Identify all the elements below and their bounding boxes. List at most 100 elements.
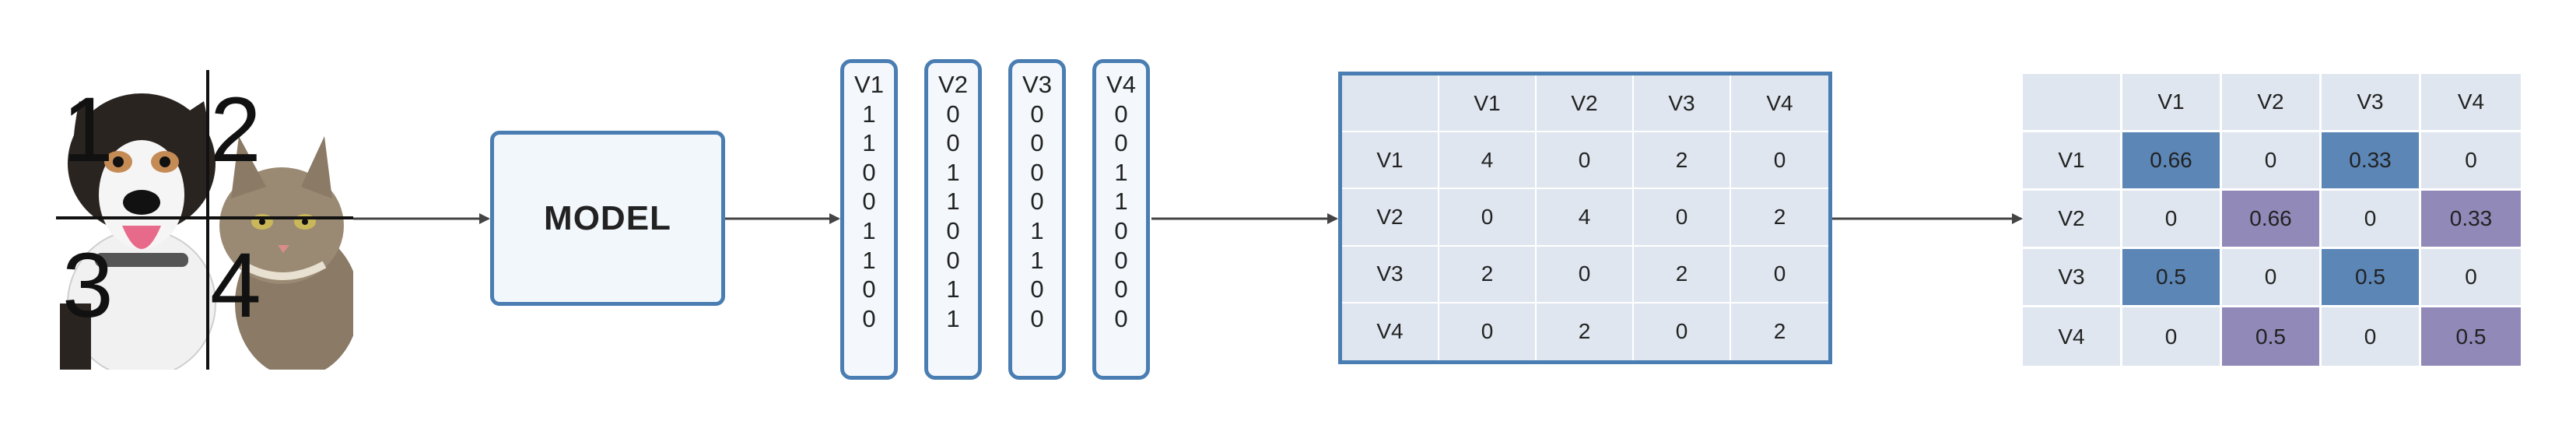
vector-value: 1 — [1114, 188, 1128, 216]
matrix-cell: 0 — [1439, 303, 1537, 360]
model-box: MODEL — [490, 131, 725, 306]
matrix-cell: 4 — [1537, 189, 1634, 247]
matrix-column-header: V1 — [1439, 75, 1537, 133]
vector-value: 0 — [1114, 246, 1128, 274]
vector-header: V4 — [1106, 71, 1136, 98]
matrix-cell: 0 — [2222, 249, 2322, 307]
matrix-cell: 0 — [2421, 249, 2521, 307]
vector-value: 1 — [946, 275, 960, 303]
vector-value: 0 — [1114, 129, 1128, 157]
matrix-column-header: V1 — [2122, 74, 2222, 132]
matrix-cell: 0.5 — [2222, 307, 2322, 366]
vector-value: 1 — [862, 246, 876, 274]
vector-value: 0 — [1030, 188, 1044, 216]
matrix-column-header: V2 — [1537, 75, 1634, 133]
matrix-cell: 0 — [1731, 132, 1828, 190]
vector-value: 1 — [862, 100, 876, 128]
matrix-row-header: V1 — [2023, 132, 2122, 191]
matrix-cell: 2 — [1634, 246, 1731, 303]
quadrant-number-4: 4 — [210, 234, 261, 337]
matrix-column-header: V3 — [1634, 75, 1731, 133]
matrix-cell: 0 — [1731, 247, 1828, 303]
matrix-cell: 2 — [1731, 189, 1828, 247]
matrix-cell: 0.5 — [2122, 249, 2222, 307]
vector-value: 1 — [946, 188, 960, 216]
matrix-cell: 0 — [2122, 191, 2222, 249]
vector-value: 0 — [1030, 100, 1044, 128]
vector-value: 0 — [862, 275, 876, 303]
vector-value: 0 — [1114, 304, 1128, 332]
matrix-column-header: V4 — [2421, 74, 2521, 132]
matrix-row-header: V3 — [2023, 249, 2122, 307]
matrix-cell: 0 — [2222, 132, 2322, 191]
matrix-cell: 0.5 — [2421, 307, 2521, 366]
matrix-cell: 0 — [2122, 307, 2222, 366]
quadrant-number-2: 2 — [210, 79, 261, 181]
matrix-cell: 0.33 — [2421, 191, 2521, 249]
matrix-cell: 4 — [1439, 132, 1537, 190]
matrix-cell: 0.66 — [2222, 191, 2322, 249]
dog-cat-illustration — [56, 70, 353, 370]
matrix-cell: 0 — [2421, 132, 2521, 191]
vector-value: 1 — [946, 158, 960, 186]
vector-value: 0 — [946, 129, 960, 157]
vector-value: 0 — [946, 246, 960, 274]
matrix-row-header: V4 — [1342, 303, 1439, 360]
vector-value: 1 — [862, 216, 876, 244]
matrix-column-header: V4 — [1731, 75, 1828, 133]
matrix-row-header: V3 — [1342, 246, 1439, 303]
vector-value: 1 — [1030, 216, 1044, 244]
vector-value: 1 — [1114, 158, 1128, 186]
vector-value: 0 — [1030, 129, 1044, 157]
vector-value: 0 — [1114, 275, 1128, 303]
model-label: MODEL — [544, 198, 671, 237]
matrix-corner-cell — [2023, 74, 2122, 132]
matrix-cell: 0 — [1537, 246, 1634, 303]
vector-header: V1 — [854, 71, 884, 98]
matrix-cell: 0 — [1439, 189, 1537, 247]
matrix-cell: 2 — [1634, 132, 1731, 190]
matrix-cell: 0 — [1634, 303, 1731, 360]
vector-value: 0 — [862, 188, 876, 216]
matrix-corner-cell — [1342, 75, 1439, 133]
matrix-row-header: V2 — [2023, 191, 2122, 249]
quadrant-number-1: 1 — [62, 79, 114, 181]
matrix-cell: 0.66 — [2122, 132, 2222, 191]
matrix-cell: 0 — [1634, 189, 1731, 247]
matrix-cell: 0 — [2322, 307, 2421, 366]
matrix-cell: 0.33 — [2322, 132, 2421, 191]
vector-value: 0 — [1030, 158, 1044, 186]
vector-value: 0 — [1030, 275, 1044, 303]
matrix-row-header: V1 — [1342, 132, 1439, 190]
vector-value: 0 — [1114, 100, 1128, 128]
vector-header: V2 — [938, 71, 968, 98]
vector-value: 1 — [862, 129, 876, 157]
quadrant-number-3: 3 — [62, 234, 114, 337]
vector-header: V3 — [1022, 71, 1052, 98]
matrix-cell: 0.5 — [2322, 249, 2421, 307]
vector-value: 0 — [946, 100, 960, 128]
vector-value: 0 — [862, 304, 876, 332]
vector-value: 0 — [1030, 304, 1044, 332]
matrix-column-header: V3 — [2322, 74, 2421, 132]
matrix-cell: 2 — [1773, 319, 1786, 344]
dog-cat-image: 1 2 3 4 — [56, 70, 353, 370]
matrix-row-header: V2 — [1342, 189, 1439, 247]
matrix-cell: 2 — [1439, 246, 1537, 303]
vector-value: 1 — [946, 304, 960, 332]
vector-value: 1 — [1030, 246, 1044, 274]
matrix-cell: 0 — [2322, 191, 2421, 249]
matrix-cell: 0 — [1537, 132, 1634, 190]
matrix-row-header: V4 — [2023, 307, 2122, 366]
vector-value: 0 — [1114, 216, 1128, 244]
matrix-column-header: V2 — [2222, 74, 2322, 132]
matrix-cell: 2 — [1537, 303, 1634, 360]
vector-value: 0 — [946, 216, 960, 244]
vector-value: 0 — [862, 158, 876, 186]
